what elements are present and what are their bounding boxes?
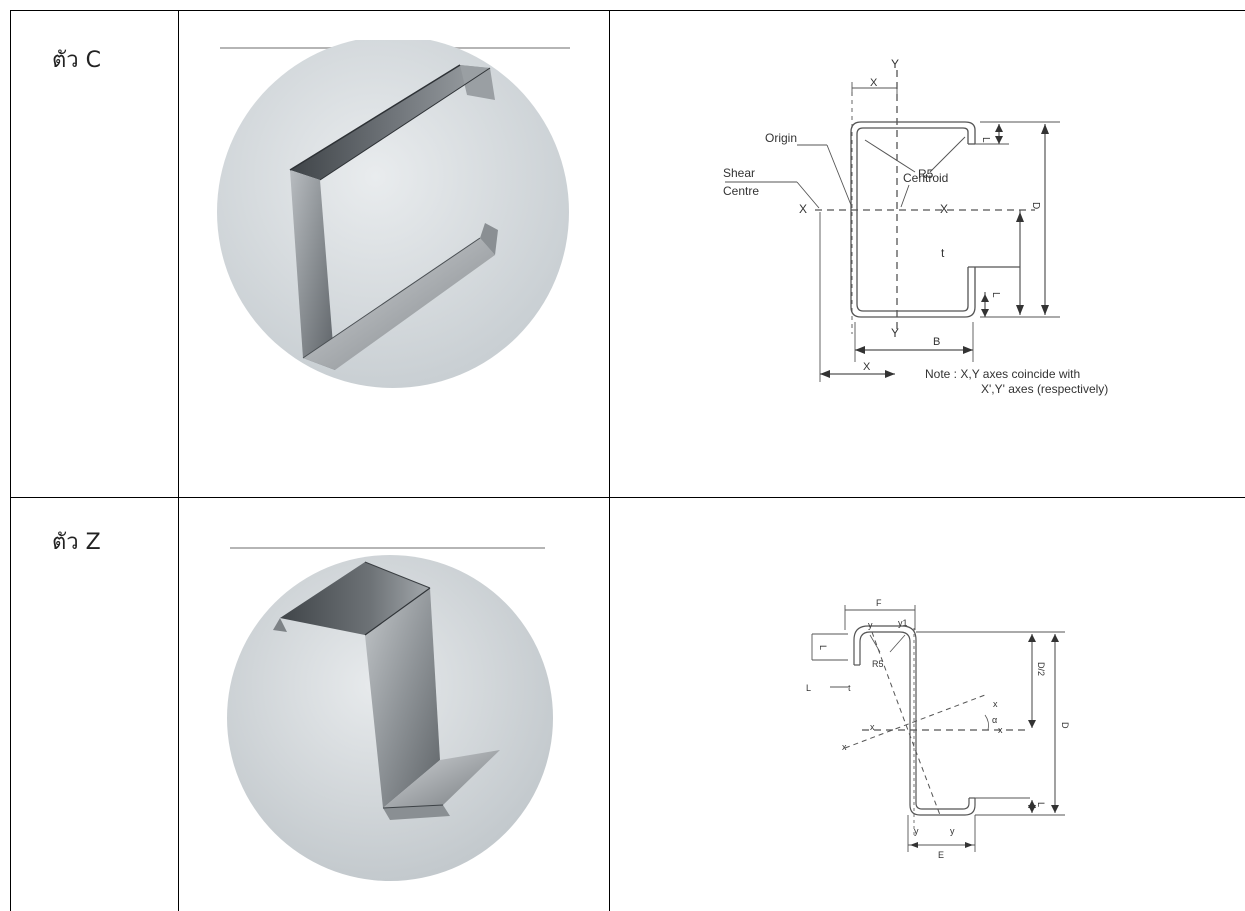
c-shear-label: Shear	[723, 166, 755, 180]
c-channel-photo	[217, 40, 570, 388]
z-x-right-top-label: x	[993, 699, 998, 709]
c-section-diagram: Y X R5 L Origin Shear Centre Centroid X …	[723, 57, 1108, 396]
z-x-left2-label: x	[842, 742, 847, 752]
c-lip-label: L	[980, 137, 991, 143]
z-flange-bottom-label: E	[938, 850, 944, 860]
column-divider-1	[178, 10, 179, 911]
z-y-top-label: y	[868, 620, 873, 630]
c-dim-x-top: X	[870, 77, 878, 89]
z-y-bottom-left-label: y	[914, 826, 919, 836]
z-x-right-label: x	[998, 725, 1003, 735]
c-depth-label: D	[1030, 202, 1041, 209]
c-axis-y-bottom: Y	[891, 326, 899, 340]
z-x-left-label: x	[870, 722, 875, 732]
z-y1-top-label: y1	[898, 618, 908, 628]
z-thickness-label: t	[848, 683, 851, 693]
row-divider	[10, 497, 1245, 498]
c-note-line1: Note : X,Y axes coincide with	[925, 367, 1080, 381]
c-axis-y-top: Y	[891, 57, 899, 71]
column-divider-2	[609, 10, 610, 911]
z-lip-bottom-label: L	[1036, 802, 1046, 807]
table-border-top	[10, 10, 1245, 11]
z-lip-top-label: L	[818, 645, 828, 650]
c-origin-label: Origin	[765, 131, 797, 145]
z-lip-left-label: L	[806, 683, 811, 693]
c-thickness-label: t	[941, 246, 945, 260]
z-section-diagram: F y y1 L R5 L t D/2 x α x x x D L y y E	[806, 598, 1070, 860]
z-section-photo	[227, 547, 553, 881]
z-radius-label: R5	[872, 659, 884, 669]
z-half-depth-label: D/2	[1036, 662, 1046, 676]
c-centroid-label: Centroid	[903, 171, 948, 185]
c-centre-label: Centre	[723, 184, 759, 198]
c-dim-x-bottom: X	[863, 361, 871, 373]
z-y-bottom-right-label: y	[950, 826, 955, 836]
c-axis-x-left: X	[799, 202, 807, 216]
row-label-c-section: ตัว C	[52, 48, 101, 73]
c-radius-label: R5	[918, 167, 934, 181]
table-border-left	[10, 10, 11, 911]
z-flange-top-label: F	[876, 598, 882, 608]
c-lip-bottom-label: L	[990, 292, 1001, 298]
c-width-label: B	[933, 336, 940, 348]
row-label-z-section: ตัว Z	[52, 530, 101, 555]
z-alpha-label: α	[992, 715, 997, 725]
c-axis-x-right: X	[940, 202, 948, 216]
c-note-line2: X',Y' axes (respectively)	[981, 382, 1108, 396]
z-depth-label: D	[1060, 722, 1070, 729]
